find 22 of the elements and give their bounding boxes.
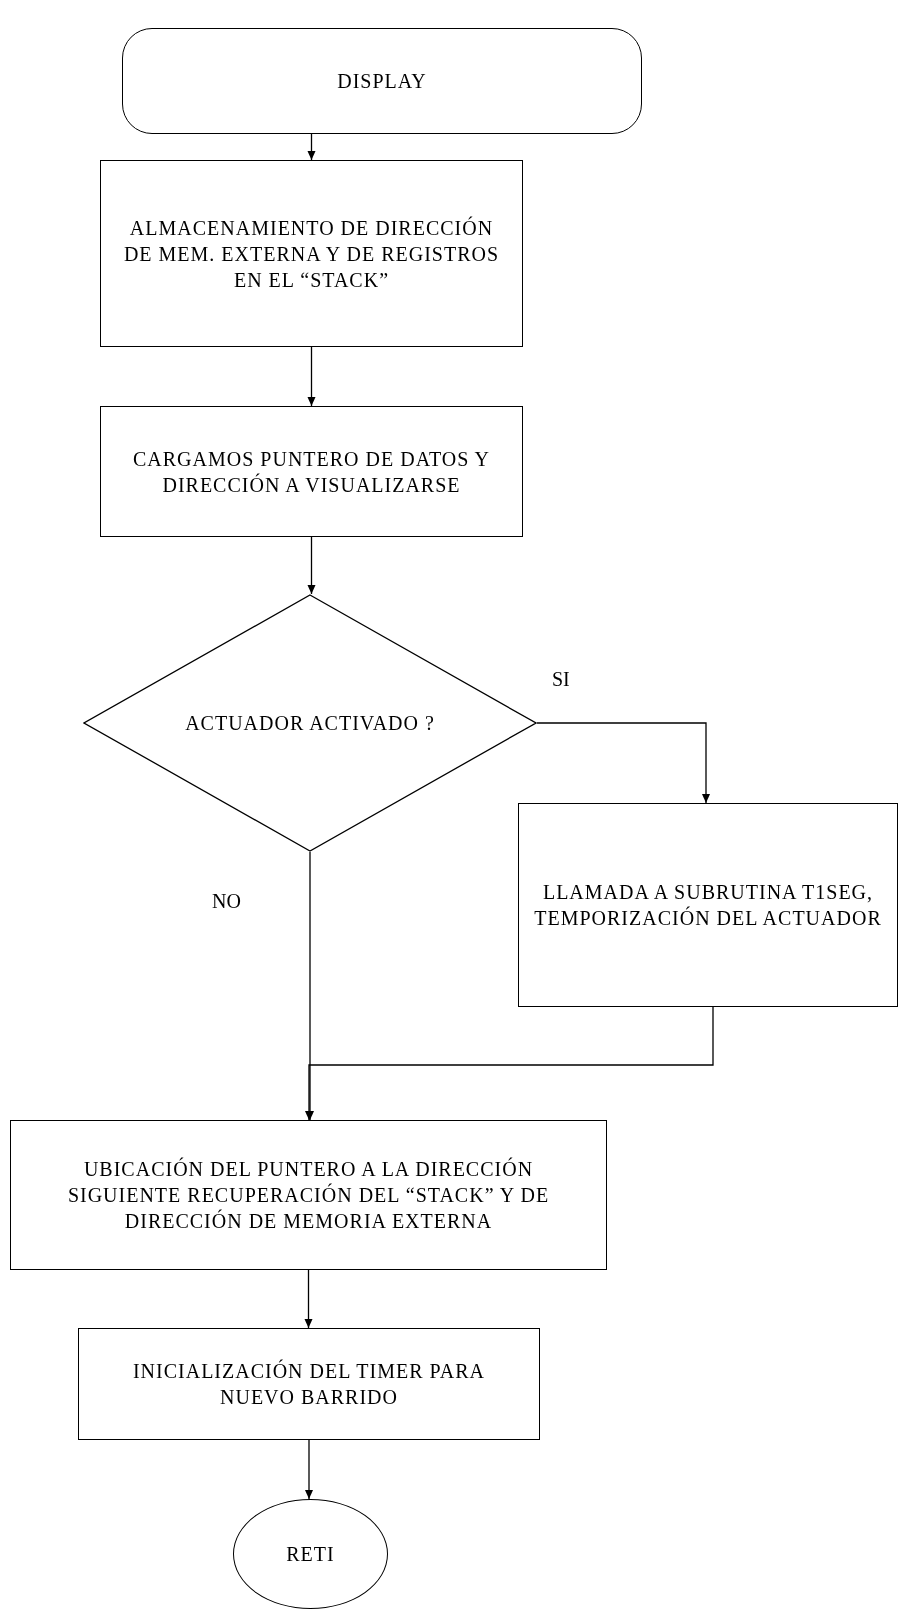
arrow xyxy=(306,851,314,1121)
arrow xyxy=(305,1006,714,1121)
node-text: ACTUADOR ACTIVADO ? xyxy=(185,711,435,736)
node-text: UBICACIÓN DEL PUNTERO A LA DIRECCIÓN SIGUIENTE RECUPERACIÓN DEL “STACK” Y DE DIRECCIÓN DE MEMORIA EXTERNA xyxy=(66,1156,551,1234)
process-box xyxy=(518,803,898,1007)
node-text: RETI xyxy=(286,1542,335,1567)
process-box xyxy=(100,406,523,537)
arrow xyxy=(536,722,710,804)
terminal-box xyxy=(122,28,642,134)
arrow xyxy=(305,1439,313,1500)
process-box xyxy=(100,160,523,347)
node-text: CARGAMOS PUNTERO DE DATOS Y DIRECCIÓN A VISUALIZARSE xyxy=(131,446,491,498)
arrow xyxy=(307,346,316,407)
arrow xyxy=(304,1269,313,1329)
arrow xyxy=(307,133,316,161)
node-text: ALMACENAMIENTO DE DIRECCIÓN DE MEM. EXTERNA Y DE REGISTROS EN EL “STACK” xyxy=(122,215,501,293)
process-box xyxy=(10,1120,607,1270)
node-text: LLAMADA A SUBRUTINA T1SEG, TEMPORIZACIÓN DEL ACTUADOR xyxy=(533,880,883,931)
arrow xyxy=(307,536,316,595)
process-box xyxy=(78,1328,540,1440)
node-text: DISPLAY xyxy=(337,69,427,94)
node-text: INICIALIZACIÓN DEL TIMER PARA NUEVO BARRIDO xyxy=(131,1358,487,1410)
